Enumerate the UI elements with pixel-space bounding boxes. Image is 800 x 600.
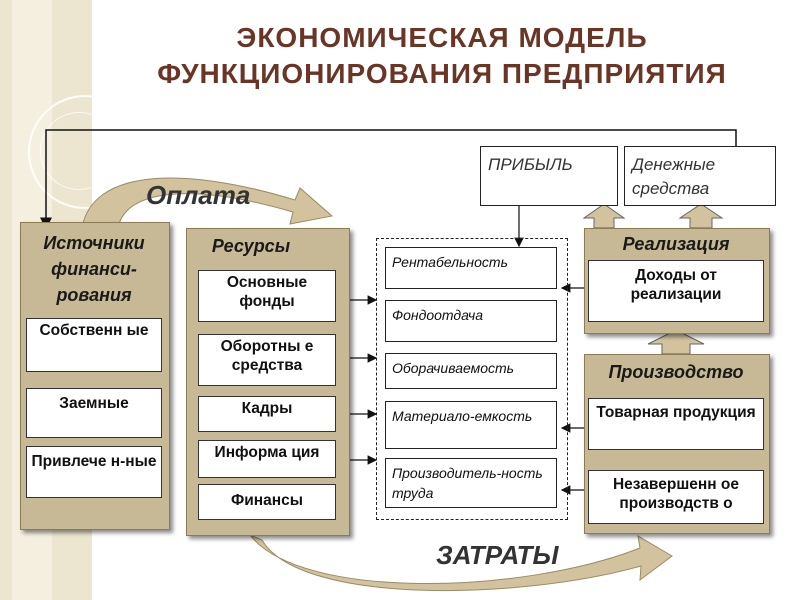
block-arrow-up-middle: [647, 329, 705, 355]
resource-fixed-assets: Основные фонды: [198, 270, 336, 322]
indicator-turnover: Оборачиваемость: [385, 353, 557, 389]
production-title: Производство: [608, 362, 744, 382]
source-attracted: Привлече н-ные: [26, 446, 162, 498]
resource-personnel: Кадры: [198, 396, 336, 432]
block-arrow-up-left: [582, 203, 626, 229]
production-finished-goods: Товарная продукция: [588, 398, 764, 450]
title-line-1: ЭКОНОМИЧЕСКАЯ МОДЕЛЬ: [236, 22, 648, 53]
resource-finance: Финансы: [198, 484, 336, 520]
source-borrowed: Заемные: [26, 388, 162, 438]
indicator-labor-productivity: Производитель-ность труда: [385, 458, 557, 508]
indicators-panel: [376, 238, 568, 520]
decorative-ring-inner: [40, 112, 118, 190]
cash-box: Денежные средства: [624, 146, 776, 206]
payment-flow-arrow: [81, 177, 334, 229]
payment-label: Оплата: [146, 180, 251, 210]
sales-revenue: Доходы от реализации: [588, 260, 764, 322]
resource-working-capital: Оборотны е средства: [198, 334, 336, 386]
block-arrow-up-right: [678, 203, 724, 229]
feedback-line: [40, 129, 737, 230]
sales-title: Реализация: [622, 234, 730, 254]
costs-flow-arrow: [248, 533, 673, 592]
production-work-in-progress: Незавершенн ое производств о: [588, 470, 764, 524]
indicator-profitability: Рентабельность: [385, 247, 557, 289]
resources-title: Ресурсы: [211, 236, 291, 256]
indicator-capital-productivity: Фондоотдача: [385, 300, 557, 342]
sources-title: Источники финанси-рования: [43, 233, 145, 305]
profit-box: ПРИБЫЛЬ: [480, 146, 618, 206]
resource-information: Информа ция: [198, 440, 336, 478]
decorative-ring: [28, 95, 142, 209]
source-own: Собственн ые: [26, 318, 162, 372]
title-line-2: ФУНКЦИОНИРОВАНИЯ ПРЕДПРИЯТИЯ: [157, 58, 727, 89]
costs-label: ЗАТРАТЫ: [436, 540, 559, 570]
indicator-material-intensity: Материало-емкость: [385, 401, 557, 449]
